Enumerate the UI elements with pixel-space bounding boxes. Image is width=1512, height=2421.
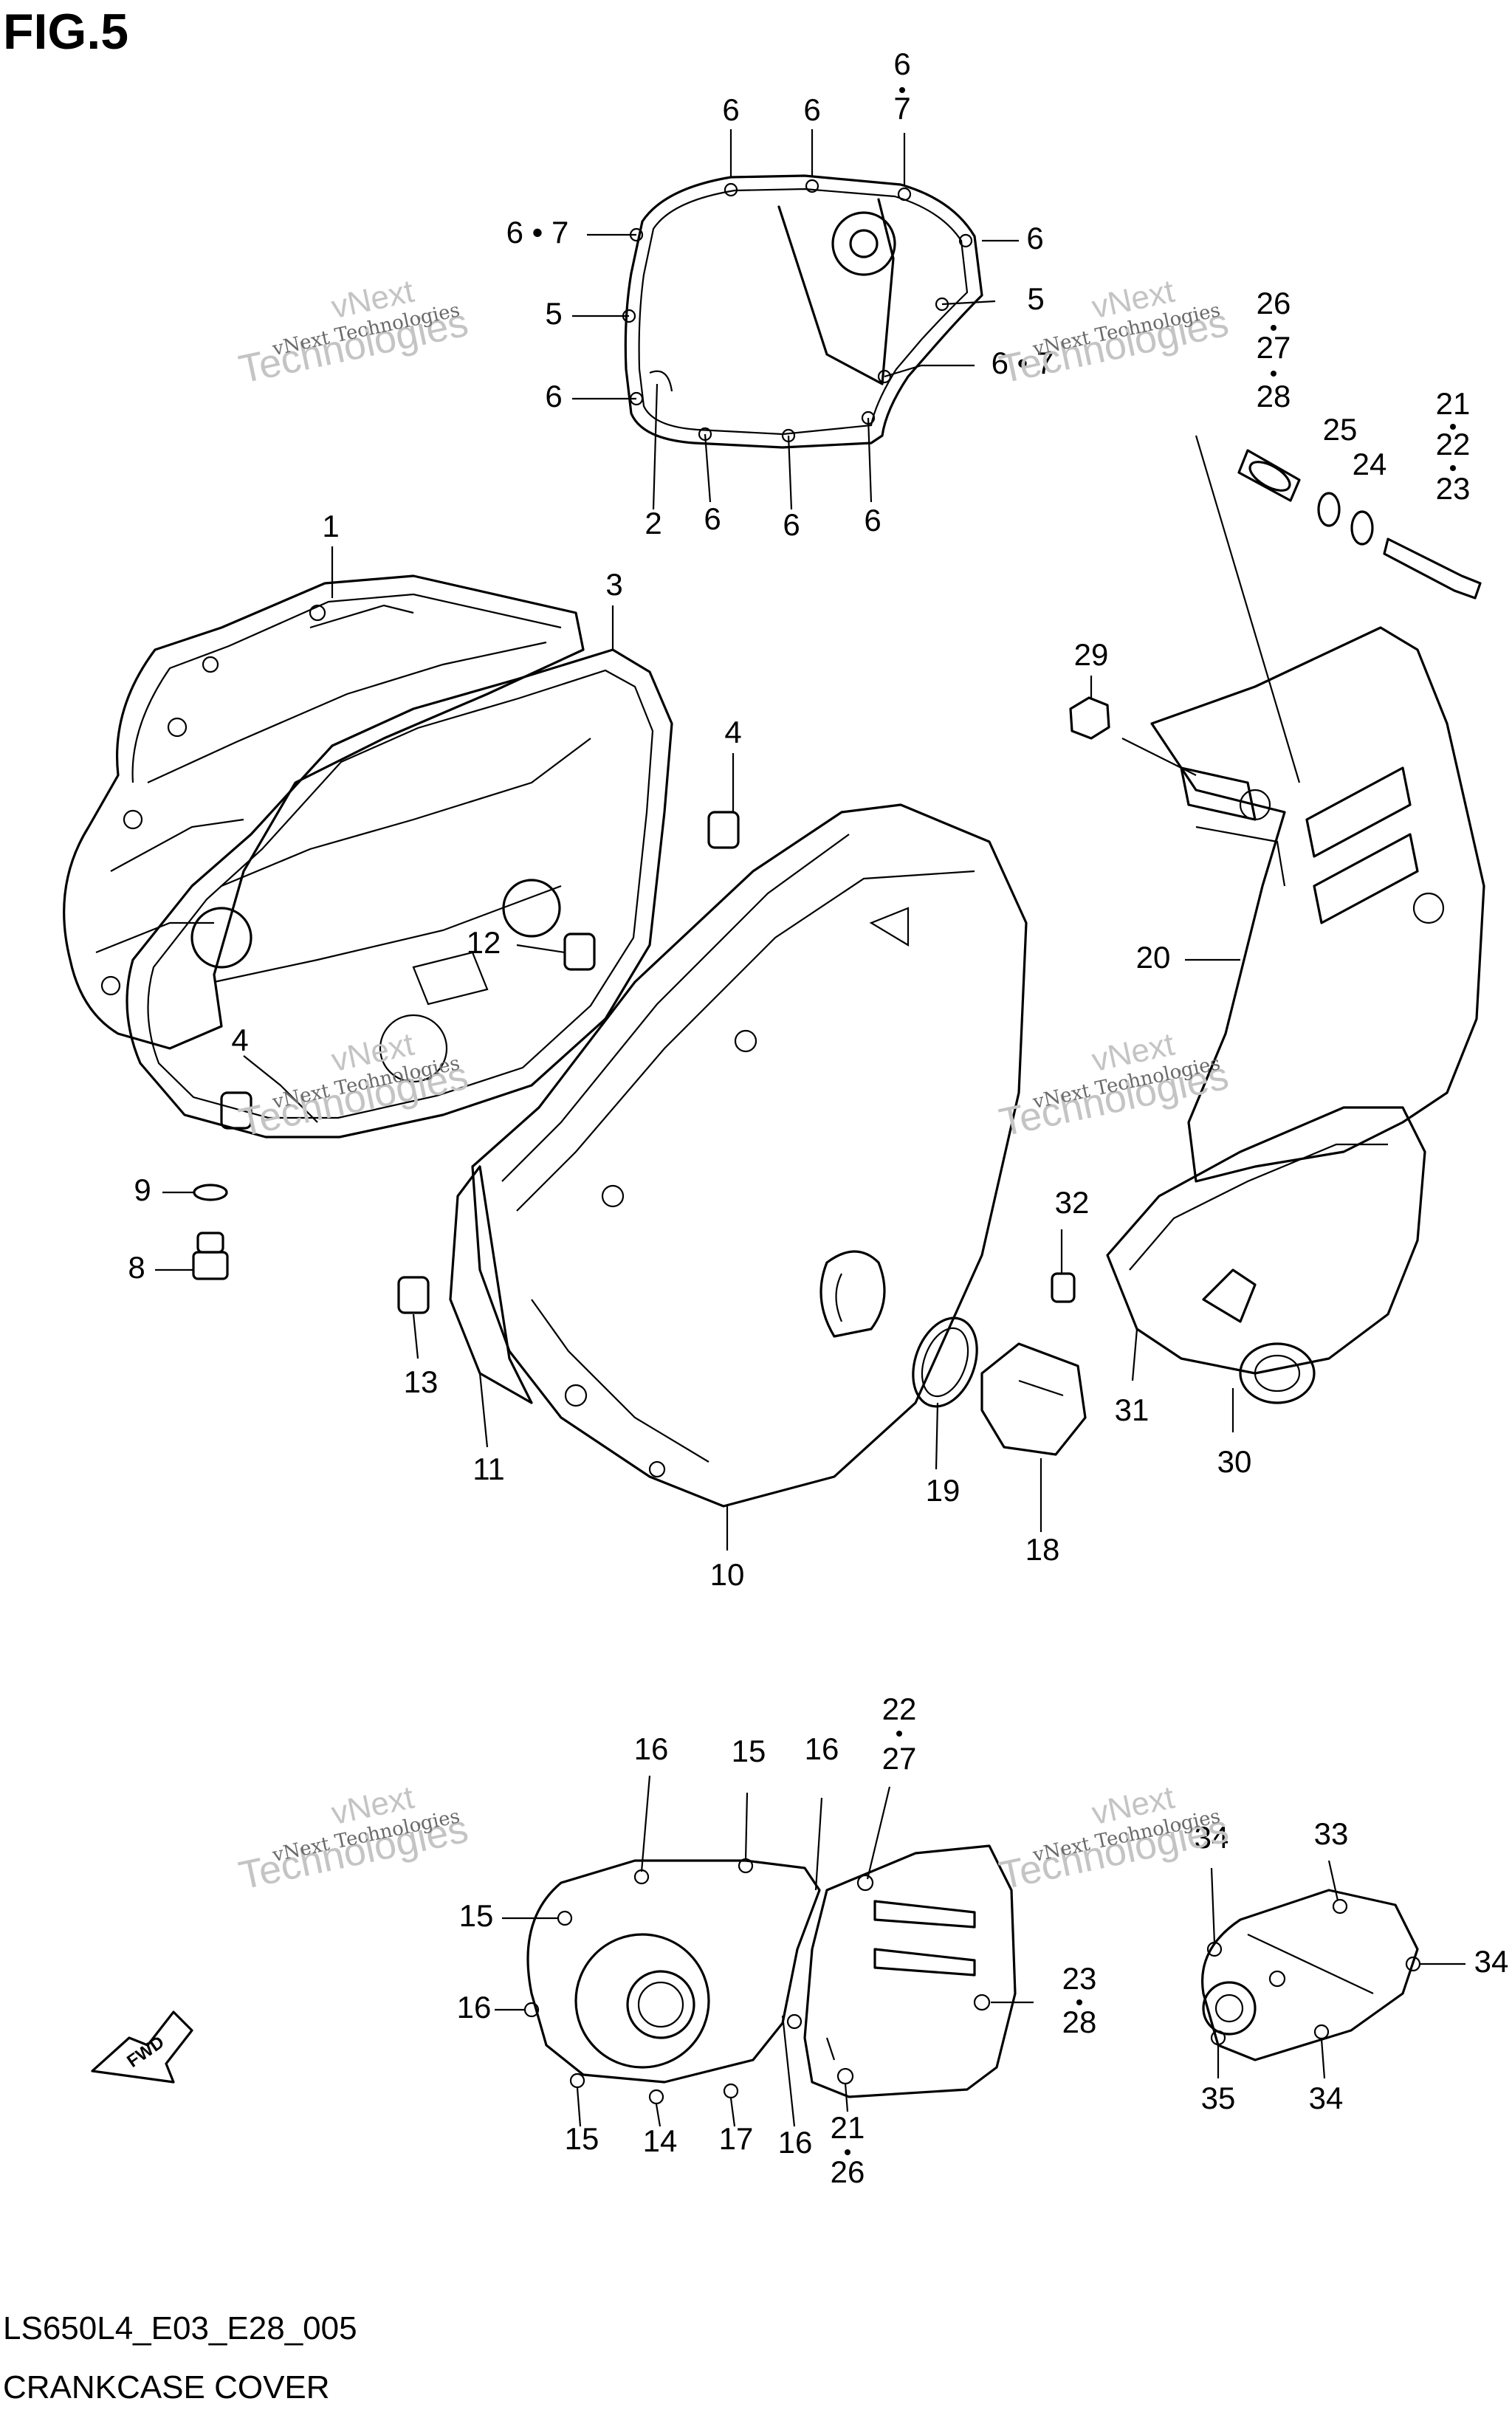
part-magneto-cover-drawing (449, 803, 1028, 1508)
callout-31: 31 (1115, 1392, 1150, 1427)
callout-30: 30 (1217, 1444, 1252, 1479)
callout-13: 13 (404, 1364, 439, 1399)
callout-27: 27 (1257, 330, 1291, 365)
leader-lines (155, 129, 1465, 2127)
footer-code: LS650L4_E03_E28_005 (3, 2310, 357, 2346)
callout-16: 16 (778, 2125, 813, 2160)
callout-16: 16 (457, 1990, 492, 2025)
callout-6-7: 6 • 7 (506, 215, 569, 250)
part-clutch-cover-drawing (63, 574, 585, 1050)
callout-6: 6 (783, 507, 800, 542)
callout-2: 2 (645, 506, 662, 540)
callout-35: 35 (1201, 2081, 1236, 2115)
callout-34: 34 (1309, 2081, 1344, 2115)
callout-28: 28 (1257, 379, 1291, 413)
callout-34: 34 (1195, 1820, 1229, 1855)
callout-12: 12 (467, 925, 501, 960)
callout-15: 15 (732, 1734, 766, 1768)
part-small-hardware-drawing (1069, 435, 1482, 783)
part-inner-cover-drawing (523, 1858, 821, 2105)
callout-27: 27 (882, 1741, 917, 1776)
part-clutch-gasket-drawing (622, 174, 983, 449)
callout-6: 6 (1026, 221, 1043, 255)
callout-24: 24 (1353, 447, 1387, 481)
part-sprocket-cover-drawing (1150, 626, 1485, 1183)
callout-15: 15 (565, 2121, 599, 2156)
callout-14: 14 (643, 2123, 678, 2158)
callout-labels: 6 6 6 7 6 • 7 6 5 5 6 • 7 6 2 6 6 6 26 2… (128, 47, 1508, 2189)
callout-21: 21 (1436, 386, 1471, 421)
watermarks: vNext Technologies vNext Technologies vN… (235, 273, 1232, 1898)
callout-6-7: 6 • 7 (992, 346, 1054, 380)
callout-17: 17 (719, 2121, 754, 2156)
callout-19: 19 (926, 1473, 961, 1508)
part-small-cover-drawing (1201, 1889, 1421, 2061)
callout-7: 7 (893, 91, 910, 126)
callout-6: 6 (803, 92, 820, 127)
callout-1: 1 (322, 509, 339, 543)
fwd-arrow: FWD (91, 2010, 193, 2084)
callout-8: 8 (128, 1250, 145, 1285)
callout-4: 4 (724, 715, 741, 749)
callout-22: 22 (882, 1692, 917, 1726)
footer-name: CRANKCASE COVER (3, 2369, 330, 2405)
callout-10: 10 (710, 1557, 745, 1592)
callout-33: 33 (1314, 1816, 1349, 1851)
part-guard-plate-drawing (803, 1844, 1017, 2098)
callout-15: 15 (459, 1898, 494, 1933)
callout-11: 11 (472, 1452, 505, 1486)
part-crankcase-gasket-drawing (126, 648, 673, 1139)
callout-6: 6 (545, 379, 562, 413)
part-plug-drawing (912, 1316, 1087, 1456)
callout-21: 21 (831, 2110, 865, 2145)
callout-34: 34 (1474, 1944, 1509, 1979)
callout-25: 25 (1323, 412, 1358, 447)
callout-23: 23 (1436, 471, 1471, 506)
callout-3: 3 (605, 567, 622, 602)
callout-5: 5 (545, 296, 562, 331)
callout-18: 18 (1025, 1532, 1060, 1567)
callout-6: 6 (722, 92, 739, 127)
callout-28: 28 (1062, 2005, 1097, 2039)
callout-32: 32 (1055, 1185, 1090, 1220)
callout-6: 6 (704, 501, 721, 536)
callout-20: 20 (1136, 940, 1171, 975)
callout-26: 26 (831, 2154, 865, 2189)
callout-5: 5 (1027, 281, 1044, 316)
part-dowels-drawing (192, 811, 740, 1314)
part-housing-drawing (1051, 1106, 1426, 1404)
callout-16: 16 (805, 1731, 839, 1766)
callout-22: 22 (1436, 427, 1471, 461)
callout-26: 26 (1257, 286, 1291, 320)
callout-16: 16 (634, 1731, 669, 1766)
callout-4: 4 (231, 1023, 248, 1057)
figure-title: FIG.5 (3, 4, 128, 60)
callout-6: 6 (893, 47, 910, 81)
callout-9: 9 (134, 1172, 151, 1207)
callout-23: 23 (1062, 1961, 1097, 1996)
callout-29: 29 (1074, 637, 1109, 672)
callout-6: 6 (864, 503, 881, 538)
